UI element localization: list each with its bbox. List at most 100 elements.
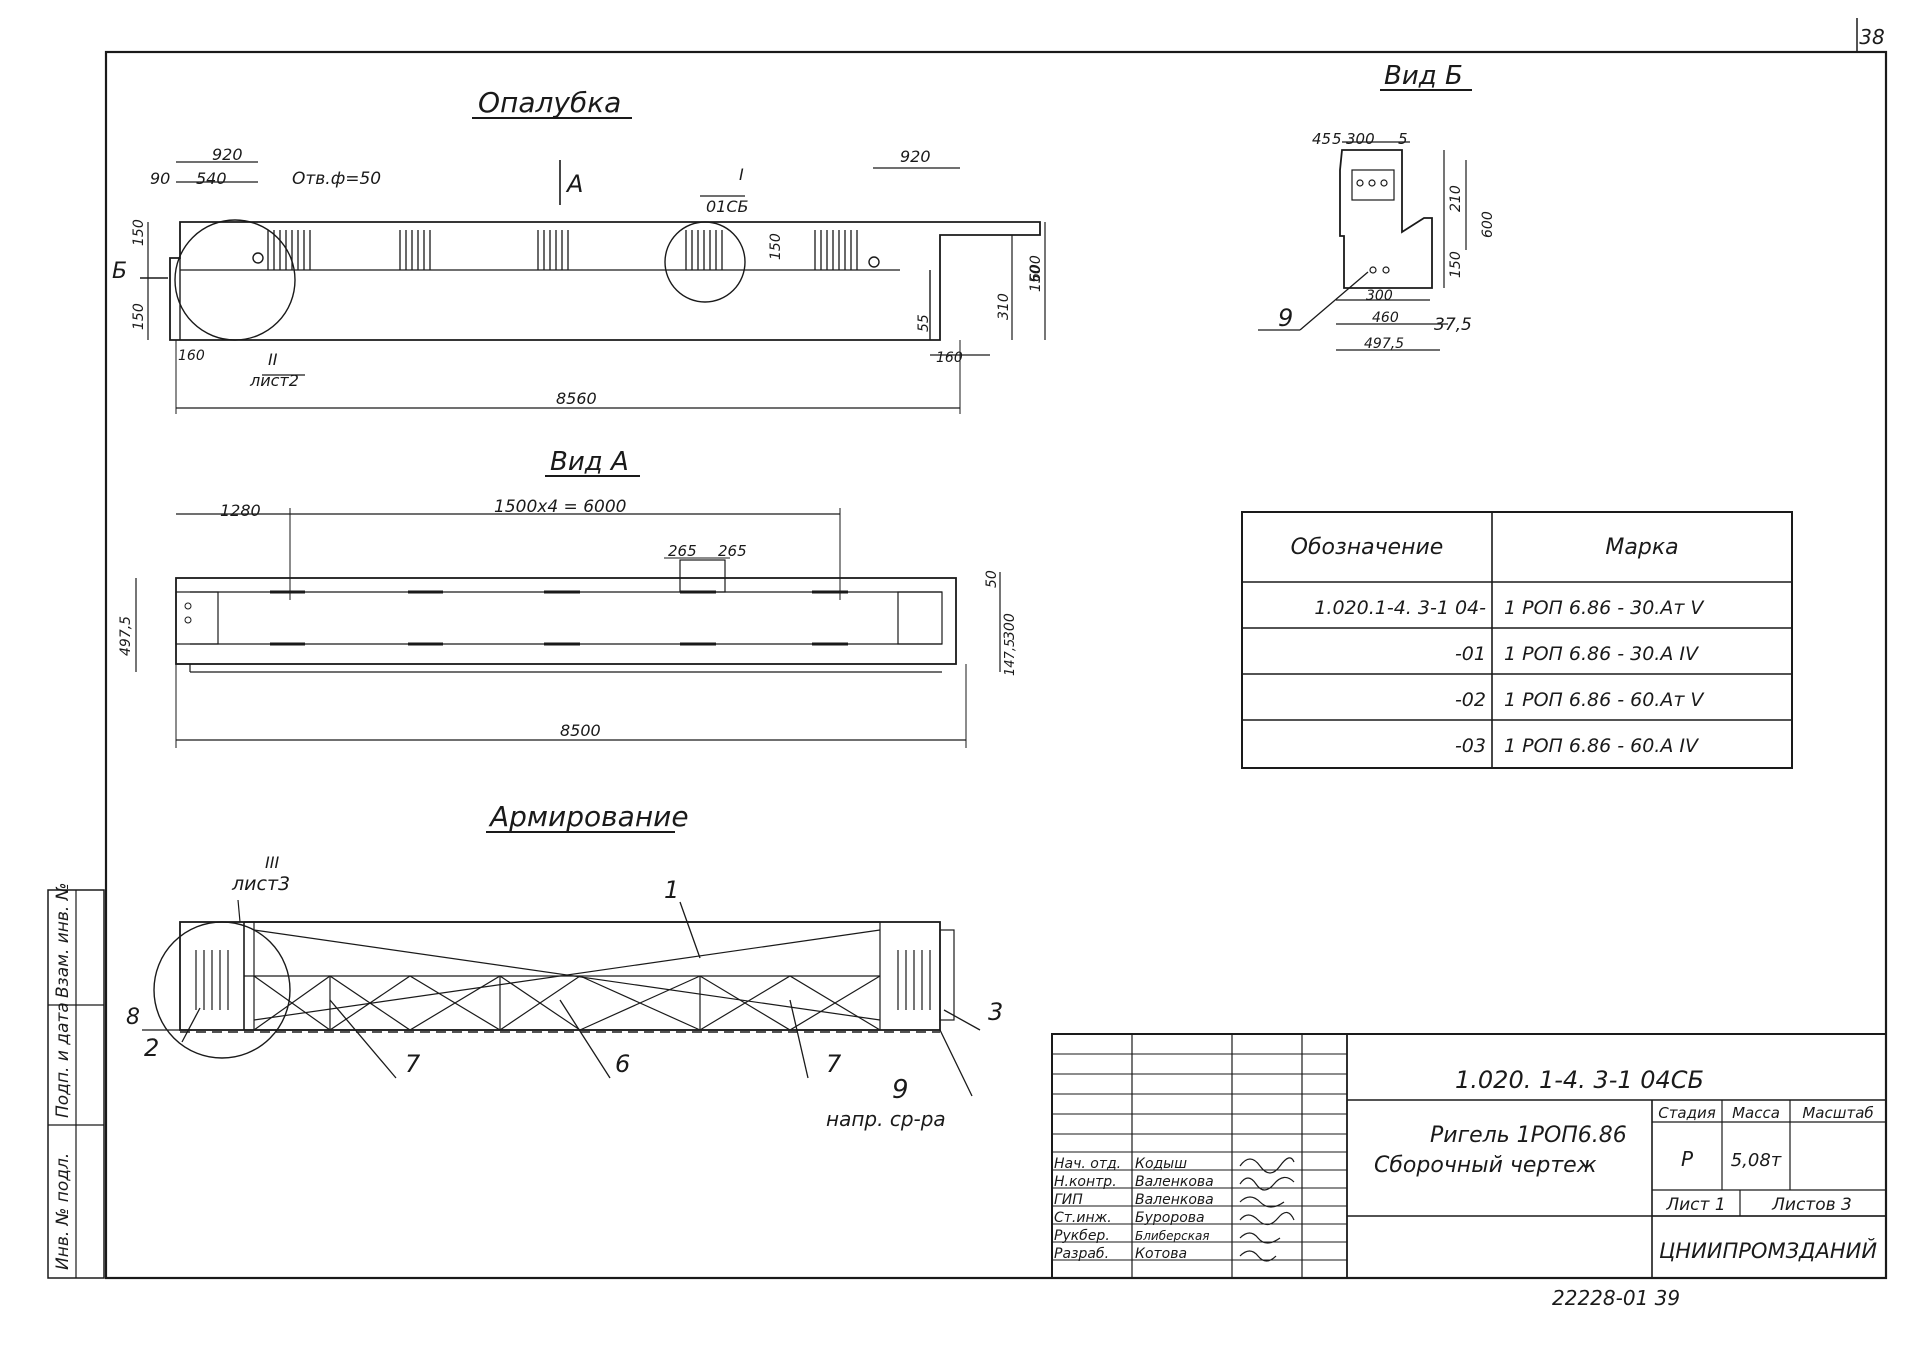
- tb-organization: ЦНИИПРОМЗДАНИЙ: [1659, 1238, 1877, 1263]
- tb-stage-label: Стадия: [1658, 1104, 1716, 1122]
- formwork-node-i-ref: 01СБ: [706, 197, 749, 216]
- formwork-view: Опалубка 920 90: [112, 86, 1046, 414]
- signature-marks: [1239, 1157, 1295, 1262]
- reinforcement-callout-2: 2: [144, 1034, 159, 1062]
- sheet-number: 38: [1859, 25, 1884, 49]
- tb-title-line2: Сборочный чертеж: [1374, 1153, 1597, 1178]
- formwork-dim-160-right: 160: [936, 350, 963, 366]
- formwork-dim-90: 90: [150, 169, 170, 188]
- view-b-dim-460: 460: [1372, 310, 1399, 326]
- reinforcement-callout-7-right: 7: [826, 1050, 842, 1078]
- reinforcement-title: Армирование: [488, 800, 689, 833]
- view-b-dim-45: 45: [1312, 130, 1331, 148]
- reinforcement-callout-8: 8: [126, 1005, 140, 1030]
- tb-role-2: Н.контр.: [1054, 1174, 1117, 1190]
- view-b-callout-9: 9: [1278, 304, 1293, 332]
- formwork-title: Опалубка: [478, 86, 621, 119]
- tb-name-4: Буророва: [1135, 1210, 1205, 1226]
- view-a-title: Вид А: [550, 447, 629, 477]
- view-a-dim-8500: 8500: [560, 721, 601, 740]
- view-b-title: Вид Б: [1384, 61, 1463, 91]
- tb-name-2: Валенкова: [1135, 1174, 1214, 1190]
- marks-row-1-designation: 1.020.1-4. 3-1 04-: [1314, 597, 1486, 619]
- side-stamp: Инв. № подл. Подп. и дата Взам. инв. №: [47, 883, 105, 1279]
- marks-row-4-mark: 1 РОП 6.86 - 60.А IV: [1504, 735, 1700, 757]
- formwork-node-i: I: [739, 165, 744, 184]
- reinforcement-callout-3: 3: [988, 998, 1003, 1026]
- tb-name-5: Блиберская: [1135, 1229, 1210, 1243]
- tb-mass-label: Масса: [1732, 1104, 1780, 1122]
- formwork-dim-150-top: 150: [131, 219, 147, 246]
- marks-row-3-designation: -02: [1455, 689, 1486, 711]
- formwork-dim-8560: 8560: [556, 389, 597, 408]
- formwork-dim-160-left: 160: [178, 348, 205, 364]
- formwork-dim-600: 600: [1028, 255, 1044, 282]
- formwork-dim-920-right: 920: [900, 147, 931, 166]
- stamp-replace-inv: Взам. инв. №: [53, 883, 73, 998]
- reinforcement-callout-7-left: 7: [405, 1050, 421, 1078]
- marks-header-mark: Марка: [1605, 535, 1678, 560]
- tb-title-line1: Ригель 1РОП6.86: [1430, 1123, 1627, 1148]
- formwork-node-ii-ref: лист2: [249, 371, 299, 390]
- tb-sheet: Лист 1: [1665, 1195, 1725, 1215]
- marks-row-2-designation: -01: [1455, 643, 1486, 665]
- tb-sheets: Листов 3: [1771, 1195, 1852, 1215]
- view-b-dim-300-bottom: 300: [1366, 288, 1393, 304]
- sheet-frame: [104, 50, 1888, 1280]
- formwork-dim-310: 310: [996, 293, 1012, 320]
- view-b: Вид Б 45 5 300 5 210 600 150 9 300 460 3…: [1258, 61, 1496, 352]
- view-b-dim-600: 600: [1480, 211, 1496, 238]
- view-a-dim-497-5: 497,5: [118, 616, 134, 656]
- title-block: 1.020. 1-4. 3-1 04СБ Ригель 1РОП6.86 Сбо…: [1051, 1033, 1887, 1279]
- marks-header-designation: Обозначение: [1291, 535, 1444, 560]
- marks-row-1-mark: 1 РОП 6.86 - 30.Ат V: [1504, 597, 1705, 619]
- formwork-dim-150-mid: 150: [768, 233, 784, 260]
- formwork-dim-55: 55: [916, 314, 932, 332]
- tb-role-1: Нач. отд.: [1054, 1156, 1121, 1172]
- tb-name-3: Валенкова: [1135, 1192, 1214, 1208]
- tb-document-code: 1.020. 1-4. 3-1 04СБ: [1455, 1066, 1704, 1094]
- view-a-dim-300: 300: [1002, 613, 1018, 640]
- view-b-dim-5-left: 5: [1332, 130, 1342, 148]
- reinforcement-callout-9: 9: [892, 1075, 909, 1105]
- reinforcement-view: Армирование III лист3 1 8: [126, 800, 1003, 1131]
- reinforcement-node-iii-ref: лист3: [231, 873, 290, 895]
- tb-role-3: ГИП: [1054, 1192, 1083, 1208]
- tb-mass: 5,08т: [1731, 1150, 1782, 1171]
- reinforcement-callout-9-note: напр. ср-ра: [826, 1107, 946, 1131]
- tb-name-6: Котова: [1135, 1246, 1187, 1262]
- view-a: Вид А 1280 1500х4 = 6000 265 265 4: [118, 447, 1018, 748]
- formwork-view-a-arrow: А: [565, 170, 583, 198]
- tb-name-1: Кодыш: [1135, 1156, 1187, 1172]
- tb-scale-label: Масштаб: [1802, 1104, 1873, 1122]
- view-b-dim-300-top: 300: [1346, 130, 1375, 148]
- view-b-dim-5-right: 5: [1398, 130, 1408, 148]
- formwork-node-ii: II: [268, 350, 278, 369]
- view-b-dim-210: 210: [1448, 185, 1464, 212]
- view-a-dim-147-5: 147,5: [1003, 639, 1018, 676]
- formwork-hole-label: Отв.ф=50: [292, 169, 381, 189]
- archive-number: 22228-01 39: [1552, 1286, 1680, 1310]
- marks-row-4-designation: -03: [1455, 735, 1486, 757]
- view-a-dim-50: 50: [984, 570, 1000, 588]
- view-a-dim-265-right: 265: [718, 542, 747, 560]
- reinforcement-node-iii: III: [265, 853, 279, 872]
- marks-row-2-mark: 1 РОП 6.86 - 30.А IV: [1504, 643, 1700, 665]
- formwork-dim-150-bottom: 150: [131, 303, 147, 330]
- stamp-sign-date: Подп. и дата: [53, 1002, 73, 1118]
- tb-role-5: Рукбер.: [1054, 1228, 1110, 1244]
- stamp-inv-no: Инв. № подл.: [53, 1153, 73, 1270]
- formwork-view-b-arrow: Б: [112, 259, 127, 284]
- view-b-dim-37-5: 37,5: [1434, 315, 1472, 335]
- formwork-dim-920-left: 920: [212, 145, 243, 164]
- marks-table: Обозначение Марка 1.020.1-4. 3-1 04- 1 Р…: [1241, 511, 1793, 769]
- reinforcement-callout-1: 1: [664, 876, 679, 904]
- marks-row-3-mark: 1 РОП 6.86 - 60.Ат V: [1504, 689, 1705, 711]
- formwork-dim-540: 540: [196, 169, 227, 188]
- view-a-dim-265-left: 265: [668, 542, 697, 560]
- tb-stage: Р: [1681, 1147, 1694, 1171]
- formwork-dim-150-right: 150: [1028, 265, 1044, 292]
- tb-role-4: Ст.инж.: [1054, 1210, 1112, 1226]
- view-b-dim-497-5: 497,5: [1364, 336, 1404, 352]
